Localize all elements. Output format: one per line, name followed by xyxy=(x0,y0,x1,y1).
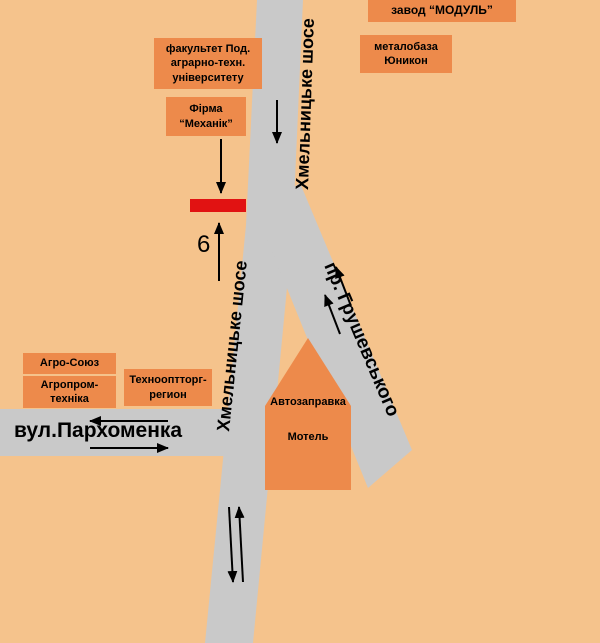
road-hrushevskoho xyxy=(256,183,412,488)
place-label: техніка xyxy=(50,393,89,405)
place-label: Агро-Союз xyxy=(39,357,100,370)
place-label: “Механік” xyxy=(179,117,233,130)
place-label: Агропром- xyxy=(40,378,99,391)
arrow-hrushevskoho-1-icon xyxy=(324,294,341,335)
place-tehnoopttorg: Технооптторг- регион xyxy=(124,369,212,406)
place-firma-mekhanik: Фірма “Механік” xyxy=(166,97,246,136)
road-label-parkhomenka: вул.Пархоменка xyxy=(14,419,183,442)
place-label: аграрно-техн. xyxy=(170,57,246,70)
place-label: регион xyxy=(149,388,187,401)
place-label: Технооптторг- xyxy=(129,374,207,387)
place-label: Юникон xyxy=(384,55,428,67)
road-label-khmelnytske-mid: Хмельницьке шосе xyxy=(213,259,251,433)
road-label-khmelnytske-top: Хмельницьке шосе xyxy=(292,17,318,191)
place-zavod-modul: завод “МОДУЛЬ” xyxy=(368,0,516,22)
gas-station-building xyxy=(265,338,351,490)
place-label: факультет Под. xyxy=(165,43,251,56)
place-label: Фірма xyxy=(189,103,223,116)
billboard-number: 6 xyxy=(197,231,211,258)
motel-label: Мотель xyxy=(287,431,329,443)
road-label-hrushevskoho: пр. Грушевського xyxy=(319,259,404,420)
place-agroprom-tekhnika: Агропром- техніка xyxy=(23,376,116,408)
gas-station-label: Автозаправка xyxy=(270,396,346,408)
place-label: завод “МОДУЛЬ” xyxy=(391,3,493,18)
arrow-hrushevskoho-2-icon xyxy=(335,266,352,307)
arrow-bottom-up-icon xyxy=(234,506,245,583)
road-khmelnytske xyxy=(205,0,303,643)
billboard-marker xyxy=(190,199,246,212)
place-label: університету xyxy=(172,71,244,84)
place-agro-soyuz: Агро-Союз xyxy=(23,353,116,374)
place-fakultet: факультет Под. аграрно-техн. університет… xyxy=(154,38,262,89)
place-label: металобаза xyxy=(374,40,438,53)
place-metalobaza-yunikon: металобаза Юникон xyxy=(360,35,452,73)
arrow-bottom-down-icon xyxy=(227,506,238,583)
